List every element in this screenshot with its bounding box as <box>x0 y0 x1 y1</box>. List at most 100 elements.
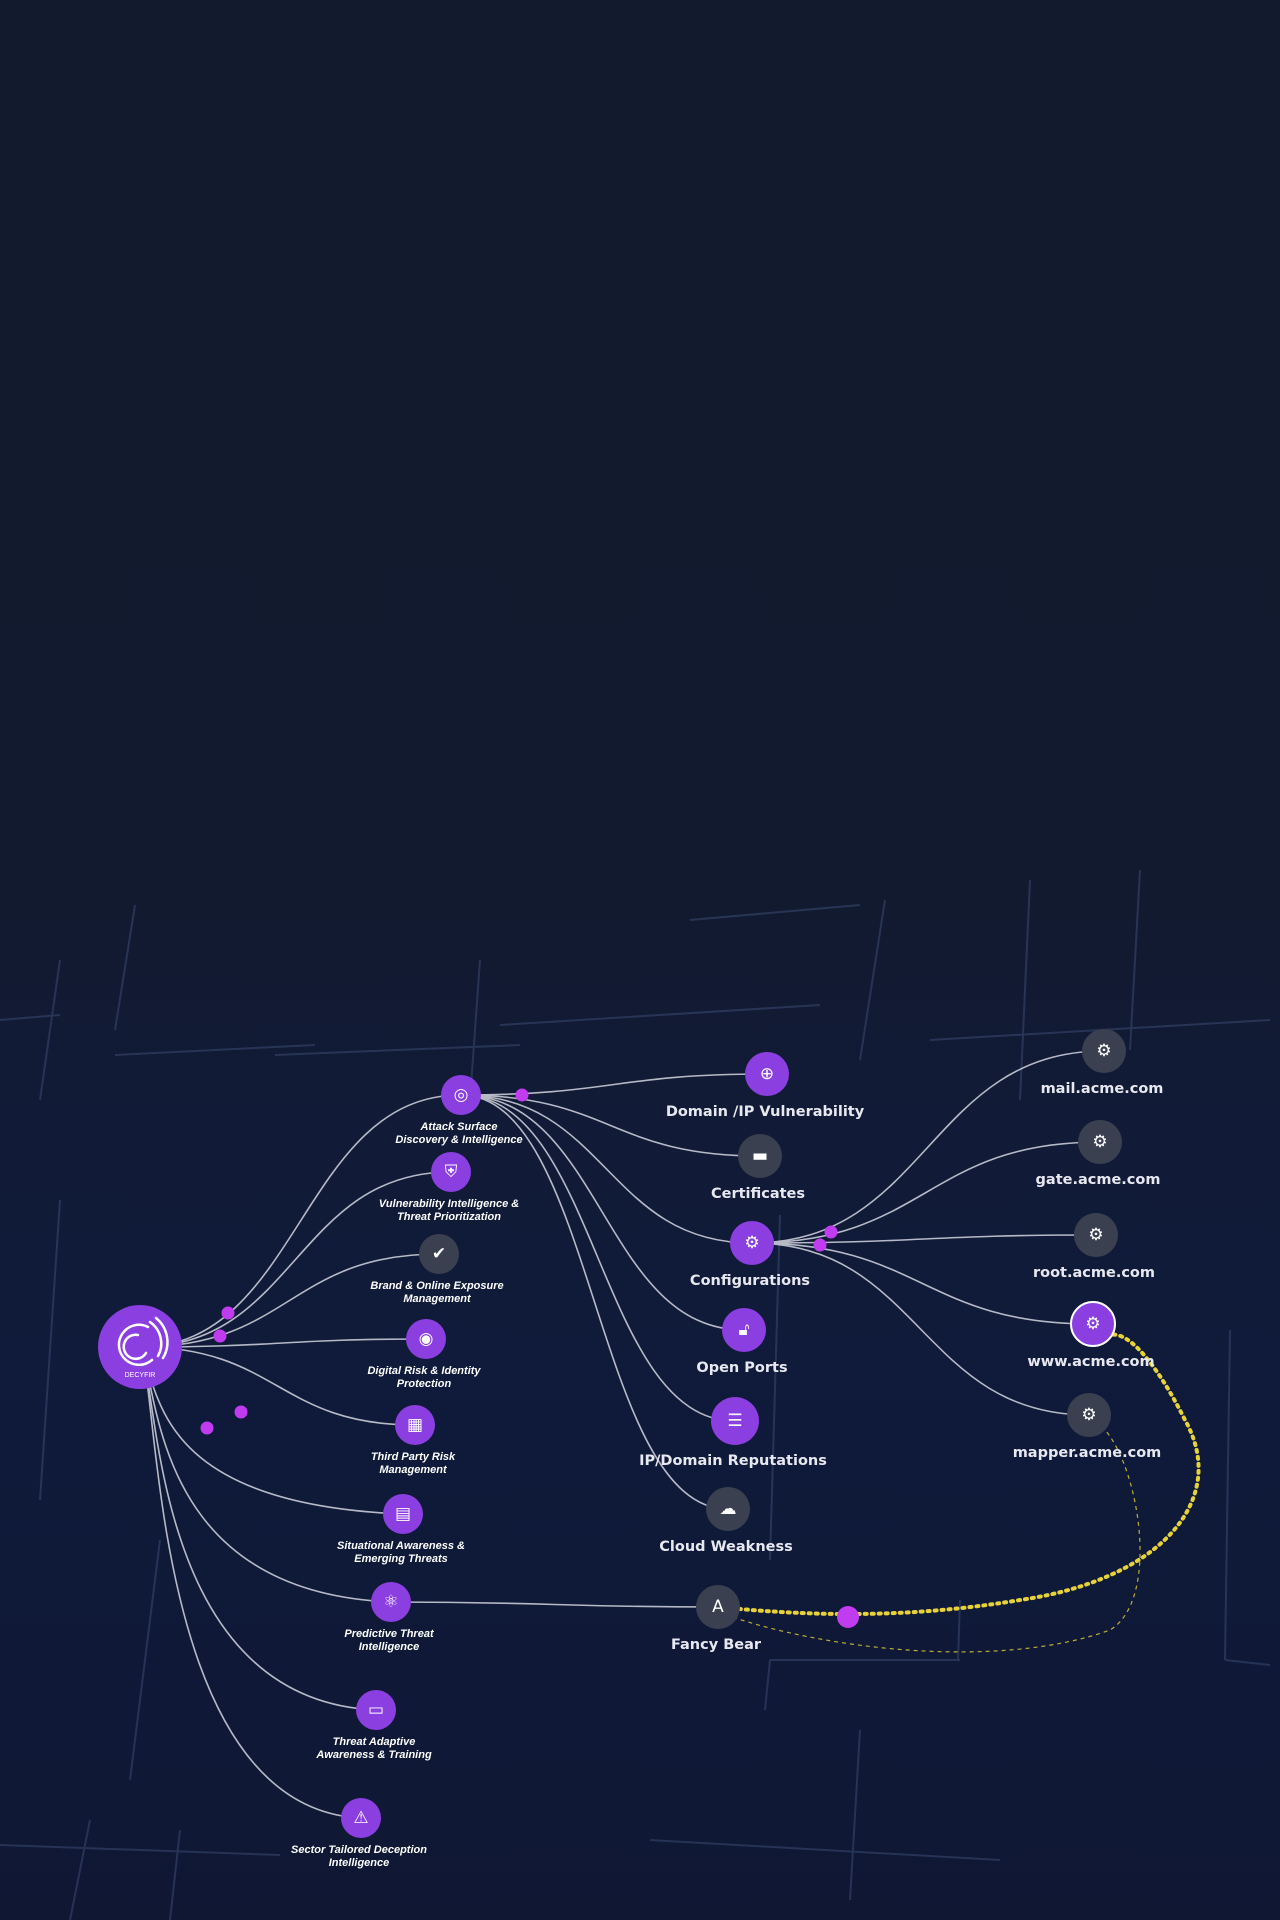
flow-dot <box>213 1329 227 1343</box>
edge-attack-domainvuln <box>460 1073 768 1096</box>
cloud-icon: ☁ <box>720 1499 737 1519</box>
node-label: Threat Adaptive <box>333 1736 416 1748</box>
flow-dot <box>515 1088 529 1102</box>
fingerprint-target-icon: ◎ <box>454 1085 469 1105</box>
edge-root-vuln <box>139 1171 452 1348</box>
edge-attack-cloud <box>460 1094 729 1510</box>
node-reput[interactable]: ☰ IP/Domain Reputations <box>639 1397 827 1469</box>
node-label: Open Ports <box>696 1360 787 1376</box>
laptop-icon: ▭ <box>368 1700 384 1720</box>
node-label: Predictive Threat <box>344 1628 435 1640</box>
root-node-decyfir[interactable]: DECYFIR <box>98 1305 182 1389</box>
edge-configs-mapper <box>751 1242 1090 1416</box>
node-cloud[interactable]: ☁ Cloud Weakness <box>659 1487 793 1555</box>
flow-dot <box>813 1238 827 1252</box>
node-mail[interactable]: ⚙ mail.acme.com <box>1041 1029 1164 1097</box>
node-label: Vulnerability Intelligence & <box>379 1198 519 1210</box>
background-grid <box>0 869 1271 1920</box>
node-label: Awareness & Training <box>315 1749 432 1761</box>
node-www[interactable]: ⚙ www.acme.com <box>1027 1301 1155 1370</box>
flow-dot <box>221 1306 235 1320</box>
threat-path-mapper <box>717 1429 1141 1653</box>
certificate-icon: ▬ <box>752 1146 768 1166</box>
node-label: Brand & Online Exposure <box>370 1280 503 1292</box>
edge-predictive-bear <box>390 1601 719 1608</box>
node-label: Protection <box>397 1378 452 1390</box>
edge-root-attack <box>139 1094 462 1348</box>
flow-dot <box>234 1405 248 1419</box>
node-label: Management <box>403 1293 472 1305</box>
node-situational[interactable]: ▤Situational Awareness &Emerging Threats <box>337 1494 465 1565</box>
edge-configs-www <box>751 1242 1094 1325</box>
node-label: mapper.acme.com <box>1013 1445 1162 1461</box>
edge-configs-rootd <box>751 1234 1097 1244</box>
node-label: Attack Surface <box>419 1121 497 1133</box>
gear-icon: ⚙ <box>1088 1225 1103 1245</box>
node-vuln[interactable]: ⛨ Vulnerability Intelligence &Threat Prio… <box>379 1152 519 1223</box>
laptop-alert-icon: ⚠ <box>353 1808 368 1828</box>
node-label: gate.acme.com <box>1036 1172 1161 1188</box>
edge-root-brand <box>139 1253 440 1348</box>
node-label: Intelligence <box>359 1641 420 1653</box>
node-ports[interactable]: 🔓︎ Open Ports <box>696 1308 788 1376</box>
node-gate[interactable]: ⚙ gate.acme.com <box>1036 1120 1161 1188</box>
node-label: Management <box>379 1464 448 1476</box>
flow-dot <box>824 1225 838 1239</box>
node-label: Situational Awareness & <box>337 1540 465 1552</box>
edge-root-adaptive <box>139 1346 377 1711</box>
node-label: Fancy Bear <box>671 1637 762 1653</box>
node-domainvuln[interactable]: ⊕Domain /IP Vulnerability <box>666 1052 865 1120</box>
node-certs[interactable]: ▬Certificates <box>711 1134 805 1202</box>
node-label: IP/Domain Reputations <box>639 1453 827 1469</box>
flow-dot <box>200 1421 214 1435</box>
edges <box>139 1050 1105 1819</box>
node-configs[interactable]: ⚙Configurations <box>690 1221 810 1289</box>
edge-root-digital <box>139 1338 427 1348</box>
node-rootd[interactable]: ⚙ root.acme.com <box>1033 1213 1155 1281</box>
shield-check-icon: ✔ <box>432 1244 446 1264</box>
edge-root-third <box>139 1346 416 1426</box>
edge-configs-gate <box>751 1141 1101 1244</box>
server-icon: ☰ <box>727 1411 742 1431</box>
gear-icon: ⚙ <box>744 1233 759 1253</box>
gear-icon: ⚙ <box>1085 1314 1100 1334</box>
fingerprint-icon: ◉ <box>419 1329 434 1349</box>
edge-root-situational <box>139 1346 404 1515</box>
node-label: Intelligence <box>329 1857 390 1869</box>
node-label: Cloud Weakness <box>659 1539 792 1555</box>
threat-marker-dot <box>837 1606 859 1628</box>
node-label: Sector Tailored Deception <box>291 1844 427 1856</box>
edge-attack-reput <box>460 1094 736 1422</box>
grid-icon: ▦ <box>407 1415 423 1435</box>
node-label: Domain /IP Vulnerability <box>666 1104 865 1120</box>
node-label: Threat Prioritization <box>397 1211 501 1223</box>
root-label: DECYFIR <box>125 1372 156 1379</box>
gear-icon: ⚙ <box>1096 1041 1111 1061</box>
gear-icon: ⚙ <box>1092 1132 1107 1152</box>
shield-bug-icon: ⛨ <box>445 1162 458 1182</box>
node-mapper[interactable]: ⚙ mapper.acme.com <box>1013 1393 1162 1461</box>
decyfir-logo-icon <box>117 1316 169 1367</box>
unlock-icon: 🔓︎ <box>738 1320 749 1340</box>
node-label: Third Party Risk <box>371 1451 456 1463</box>
gear-icon: ⚙ <box>1081 1405 1096 1425</box>
node-label: root.acme.com <box>1033 1265 1155 1281</box>
node-label: Discovery & Intelligence <box>395 1134 522 1146</box>
threat-path-www <box>716 1332 1201 1616</box>
node-label: mail.acme.com <box>1041 1081 1164 1097</box>
edge-root-sector <box>139 1346 362 1819</box>
node-label: www.acme.com <box>1027 1354 1154 1370</box>
document-icon: ▤ <box>395 1504 411 1524</box>
atom-icon: ⚛ <box>383 1592 398 1612</box>
edge-attack-certs <box>460 1094 761 1157</box>
